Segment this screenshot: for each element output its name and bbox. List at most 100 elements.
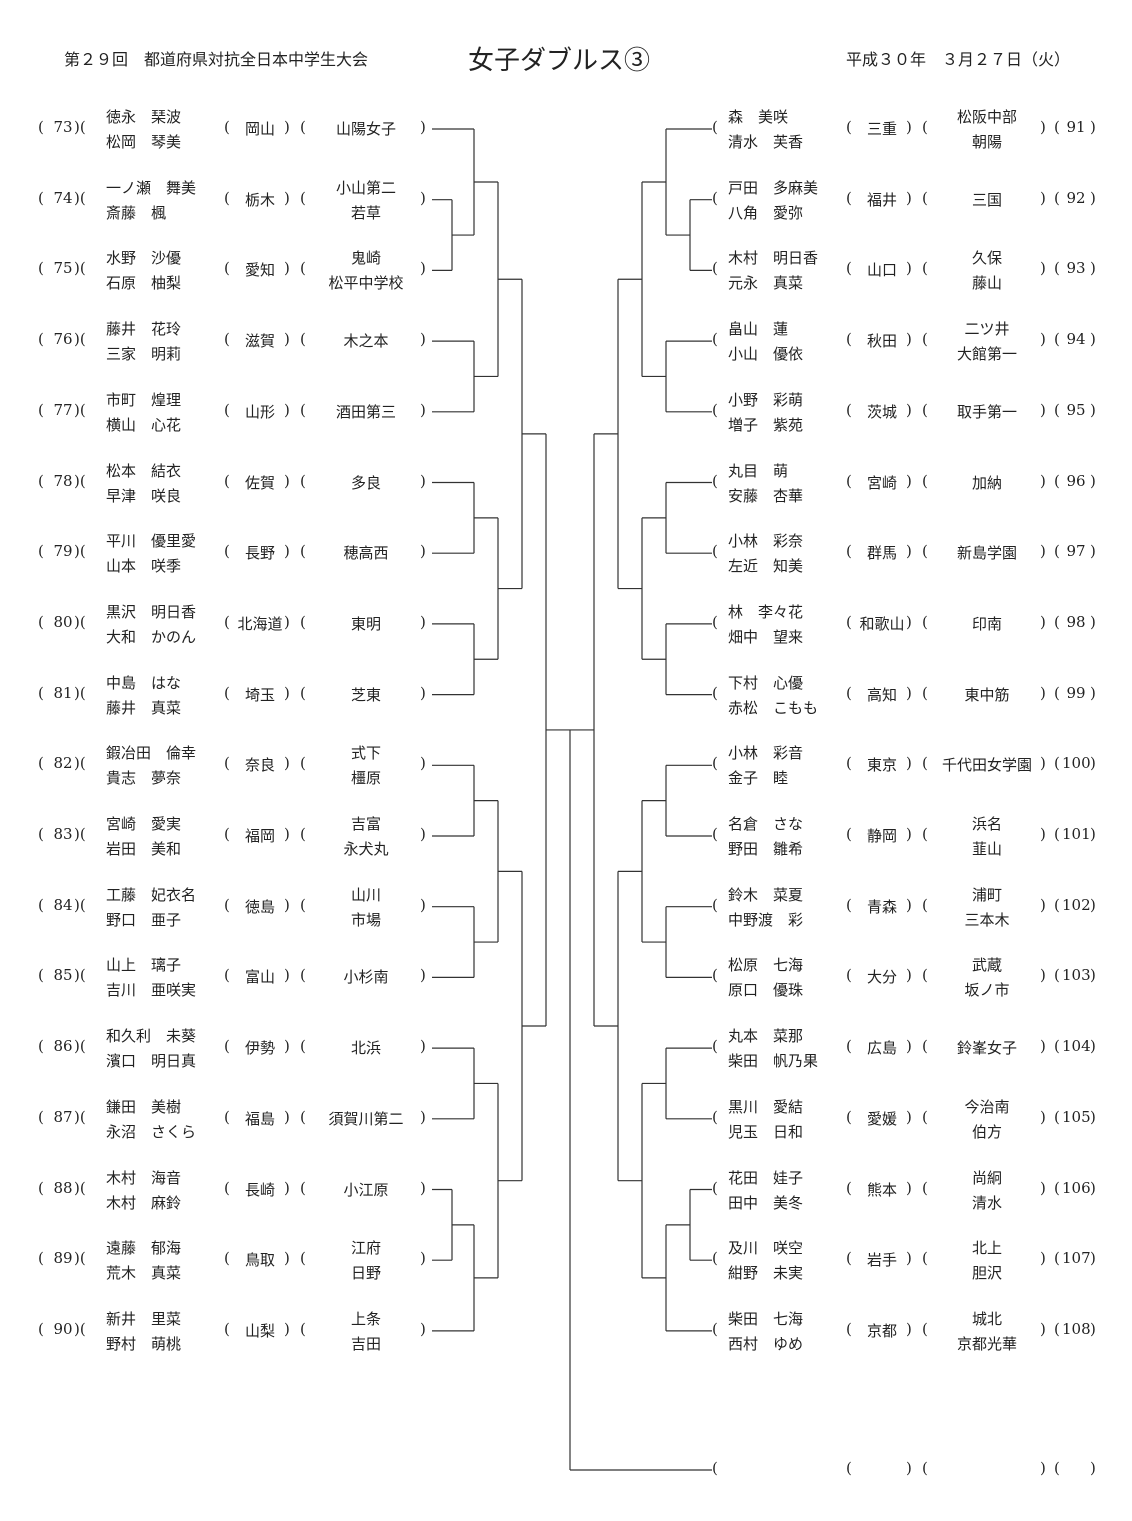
paren: ) [1090,966,1096,985]
prefecture: 長野 [244,544,275,563]
entry-105: 黒川 愛結児玉 日和(愛媛)(今治南伯方)((105) [0,1094,1132,1144]
paren: ( [1054,612,1060,631]
paren: ( [300,188,306,207]
players: 山上 璃子吉川 亜咲実 [106,954,216,1000]
players: 鈴木 菜夏中野渡 彩 [728,884,838,930]
school: 江府日野 [312,1237,420,1283]
entry-104: 丸本 菜那柴田 帆乃果(広島)(鈴峯女子)((104) [0,1023,1132,1073]
players: 平川 優里愛山本 咲季 [106,530,216,576]
entry-number: 108 [1062,1319,1091,1338]
paren: )( [74,1178,86,1197]
paren: ) [906,259,912,278]
prefecture: 福島 [244,1109,275,1128]
paren: ( [300,330,306,349]
players: 名倉 さな野田 雛希 [728,813,838,859]
paren: ( [300,683,306,702]
paren: ( [846,1107,852,1126]
players: 藤井 花玲三家 明莉 [106,318,216,364]
entry-number: 75 [53,259,73,278]
player-2: 赤松 こもも [728,698,819,717]
paren: ) [1040,188,1046,207]
players: 一ノ瀬 舞美斎藤 楓 [106,177,216,223]
paren: ( [712,1107,718,1126]
paren: )( [74,1037,86,1056]
paren: ( [38,1037,44,1056]
players: 林 李々花畑中 望来 [728,601,838,647]
paren: ( [300,1037,306,1056]
player-2: 元永 真菜 [728,274,804,293]
entry-number: 98 [1066,612,1086,631]
paren: ( [38,612,44,631]
entry-87: 鎌田 美樹永沼 さくら(福島)(須賀川第二)(87)( [0,1094,1132,1144]
paren: ( [846,330,852,349]
paren: ( [300,400,306,419]
paren: ) [906,118,912,136]
players: 花田 娃子田中 美冬 [728,1167,838,1213]
paren: ( [846,612,852,631]
paren: ) [1090,1037,1096,1056]
prefecture: 広島 [866,1039,897,1058]
paren: ( [300,471,306,490]
paren: ( [922,259,928,278]
paren: ( [846,1249,852,1268]
paren: ( [38,330,44,349]
entry-number: 96 [1066,471,1086,490]
school: 城北京都光華 [934,1308,1040,1354]
prefecture: 熊本 [866,1180,897,1199]
paren: ) [1040,1178,1046,1197]
paren: ( [38,1107,44,1126]
paren: ) [420,542,426,561]
school: 吉富永犬丸 [312,813,420,859]
school: 武蔵坂ノ市 [934,954,1040,1000]
players: 鍜冶田 倫幸貴志 夢奈 [106,742,216,788]
player-2: 永沼 さくら [106,1122,197,1141]
paren: )( [74,612,86,631]
entry-102: 鈴木 菜夏中野渡 彩(青森)(浦町三本木)((102) [0,882,1132,932]
paren: ) [906,1107,912,1126]
paren: ) [284,1107,290,1126]
entry-number: 88 [53,1178,73,1197]
paren: ( [1054,1107,1060,1126]
school: 北上胆沢 [934,1237,1040,1283]
player-1: 木村 明日香 [728,249,819,268]
paren: ( [1054,259,1060,278]
paren: ( [300,825,306,843]
paren: ( [922,118,928,136]
school-2: 藤山 [971,274,1002,293]
player-2: 金子 睦 [728,769,789,788]
paren: ) [1040,825,1046,843]
entry-number: 74 [53,188,73,207]
paren: ) [1090,825,1096,843]
player-1: 松本 結衣 [106,461,182,480]
paren: ) [284,188,290,207]
paren: ( [38,1249,44,1268]
paren: ( [224,612,230,631]
paren: ( [846,754,852,773]
player-1: 水野 沙優 [106,249,182,268]
school-1: 尚絅 [971,1168,1002,1187]
paren: ) [1090,118,1096,136]
paren: ( [300,612,306,631]
paren: ) [1090,1178,1096,1197]
prefecture: 岩手 [866,1251,897,1270]
paren: ) [1090,895,1096,914]
paren: ( [1054,118,1060,136]
paren: ) [906,471,912,490]
players: 丸本 菜那柴田 帆乃果 [728,1025,838,1071]
paren: ( [1054,1178,1060,1197]
player-2: 原口 優珠 [728,981,804,1000]
paren: ) [420,895,426,914]
school: 取手第一 [956,402,1017,421]
school: 小杉南 [343,968,389,987]
prefecture: 福井 [866,190,897,209]
paren: ) [420,118,426,136]
paren: ) [906,825,912,843]
school-1: 浦町 [971,885,1002,904]
paren: ( [38,1178,44,1197]
school-1: 久保 [971,249,1002,268]
paren: ( [224,683,230,702]
players: 遠藤 郁海荒木 真菜 [106,1237,216,1283]
player-2: 松岡 琴美 [106,133,182,151]
player-2: 清水 芙香 [728,133,804,151]
school: 東中筋 [964,685,1010,704]
